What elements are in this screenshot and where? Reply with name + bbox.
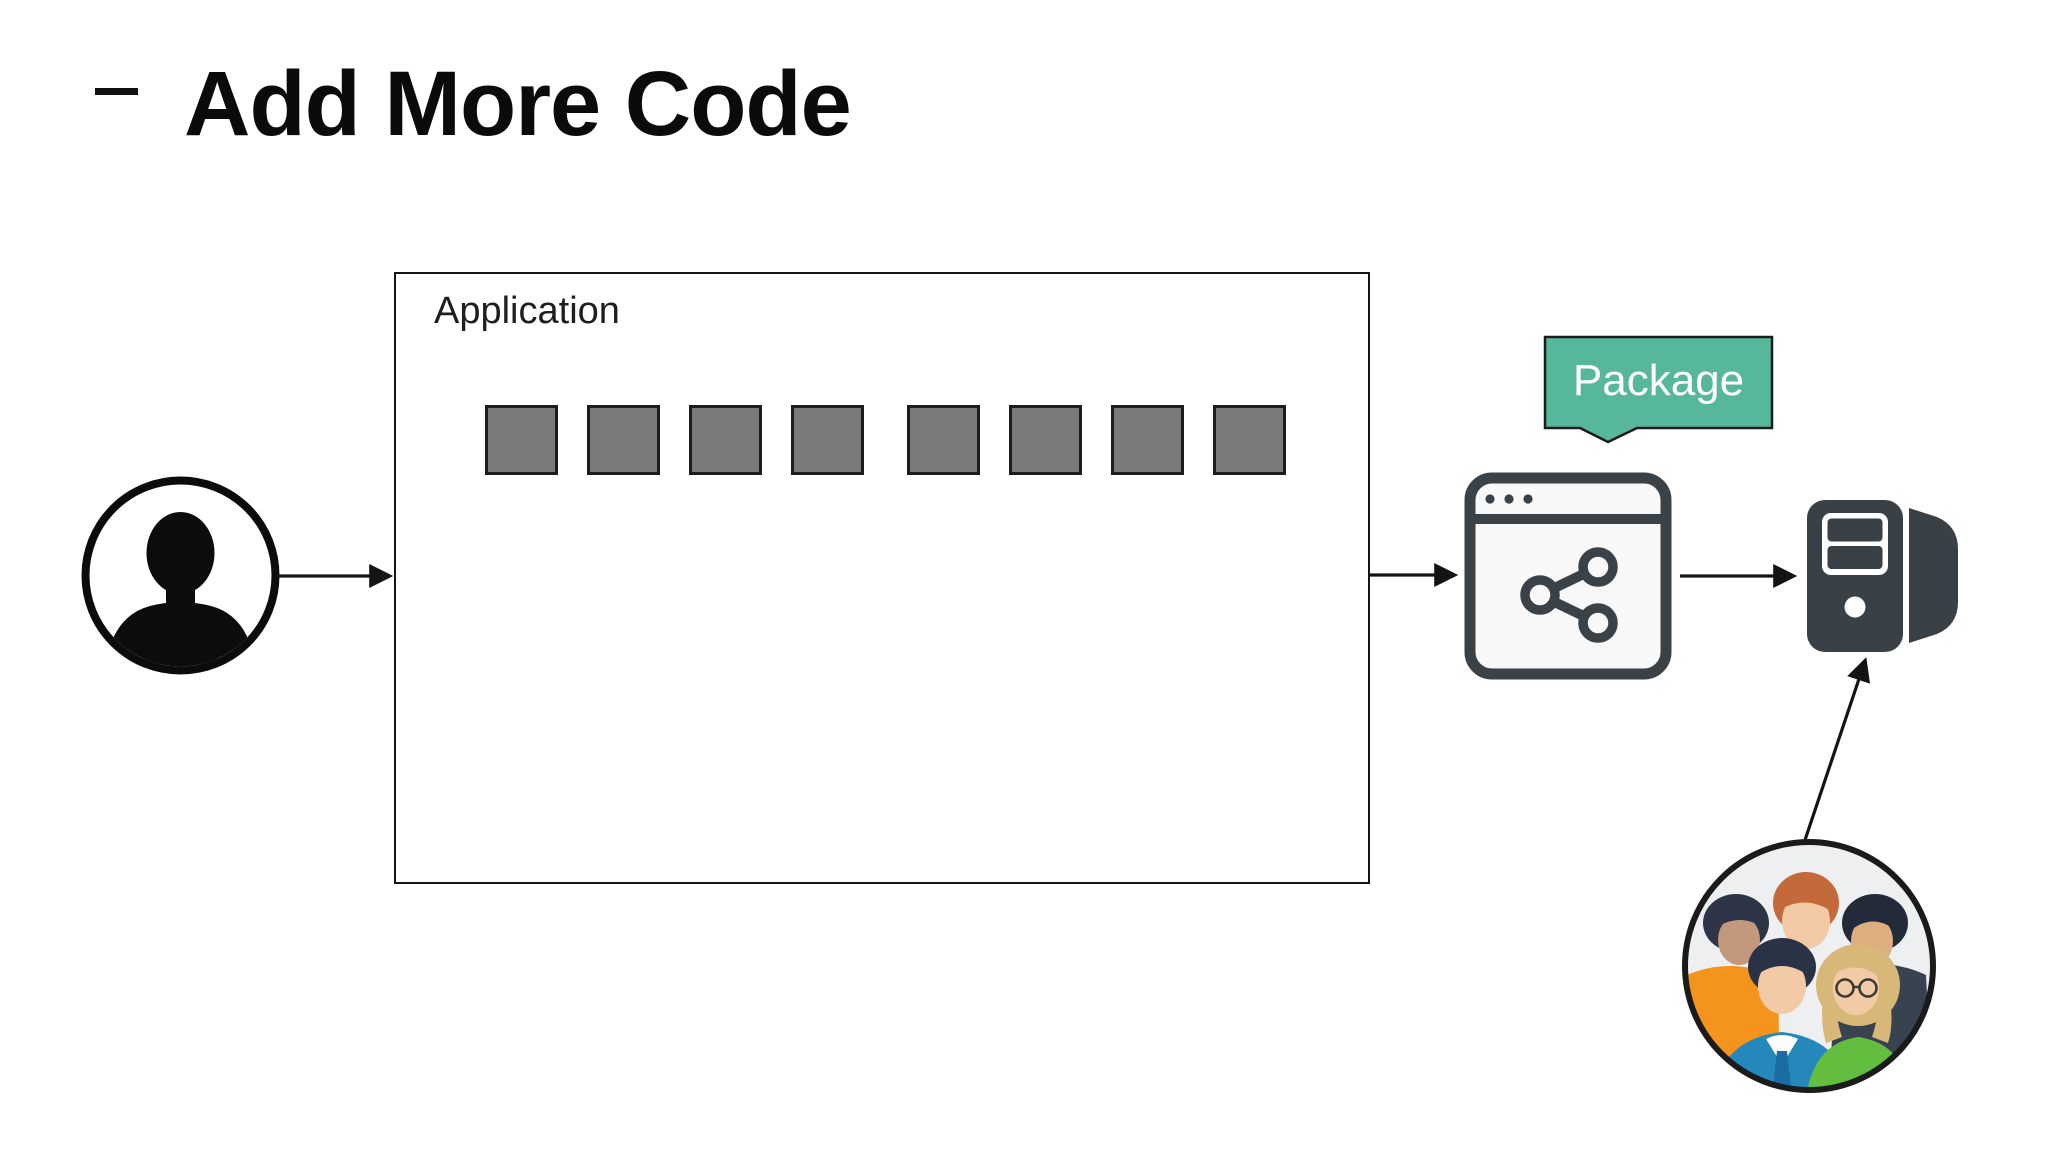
server-drive-bay [1827, 546, 1883, 569]
browser-titlebar-dots [1485, 494, 1533, 504]
application-label: Application [434, 290, 620, 332]
server-drive-bay [1827, 518, 1883, 542]
share-browser-icon [1464, 472, 1672, 680]
code-block [907, 405, 980, 475]
code-block [1009, 405, 1082, 475]
code-block [791, 405, 864, 475]
share-glyph [1520, 547, 1618, 643]
team-circle-ring [1682, 839, 1936, 1093]
code-block [1111, 405, 1184, 475]
minus-icon [95, 88, 138, 95]
code-block [587, 405, 660, 475]
slide-title: Add More Code [184, 53, 852, 155]
code-block-row [485, 405, 1286, 475]
package-label: Package [1572, 355, 1745, 405]
team-icon [1682, 839, 1936, 1093]
server-icon [1807, 500, 1958, 652]
callout-shape [1543, 335, 1774, 444]
code-block [1213, 405, 1286, 475]
server-power-button [1844, 596, 1866, 618]
arrow-team-to-server [1803, 657, 1871, 841]
team-people [1686, 872, 1932, 1089]
application-box: Application [394, 272, 1370, 884]
code-block [689, 405, 762, 475]
glasses-icon [1835, 978, 1878, 998]
user-icon [81, 476, 280, 675]
package-callout [1543, 335, 1774, 444]
server-side-panel [1909, 508, 1958, 643]
code-block [485, 405, 558, 475]
